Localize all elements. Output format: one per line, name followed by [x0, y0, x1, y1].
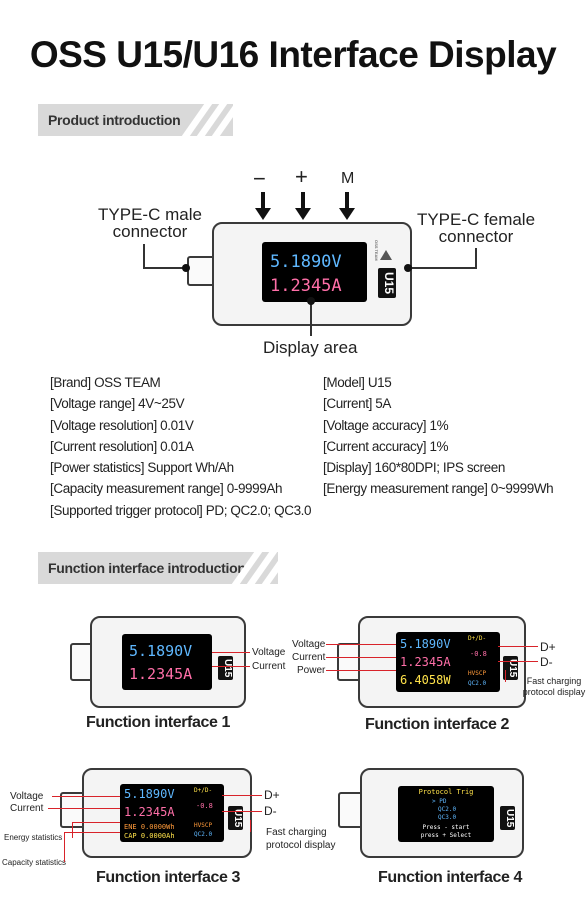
if3-energy-reading: ENE 0.0000Wh	[124, 823, 175, 831]
if2-protocol-reading: HVSCP	[468, 670, 487, 677]
if2-model-badge: U15	[503, 656, 518, 680]
spec-list-left: [Brand] OSS TEAM [Voltage range] 4V~25V …	[50, 375, 312, 524]
spec-item: [Voltage accuracy] 1%	[323, 417, 449, 433]
spec-list-right: [Model] U15 [Current] 5A [Voltage accura…	[323, 375, 554, 503]
if2-protocol-label: Fast charging protocol display	[522, 676, 586, 697]
if3-protocol-reading: HVSCP	[194, 822, 213, 829]
if1-voltage-reading: 5.1890V	[129, 642, 193, 660]
page-title: OSS U15/U16 Interface Display	[29, 34, 557, 75]
if4-caption: Function interface 4	[378, 869, 523, 886]
if1-display: 5.1890V 1.2345A	[122, 634, 212, 690]
model-badge: U15	[378, 268, 396, 298]
if1-current-label: Current	[252, 661, 286, 672]
if4-display: Protocol Trig > PD QC2.0 QC3.0 Press - s…	[398, 786, 494, 842]
if3-current-label: Current	[10, 803, 44, 814]
if4-menu-title: Protocol Trig	[418, 788, 474, 796]
if4-menu-hint: Press - start	[422, 824, 470, 831]
if2-dminus-label: D-	[540, 655, 553, 669]
minus-button-label: −	[253, 166, 266, 191]
if2-power-label: Power	[297, 665, 326, 676]
if2-dp-reading: D+/D-	[468, 635, 487, 642]
function-banner: Function interface introduction	[38, 552, 293, 584]
if2-caption: Function interface 2	[365, 716, 510, 733]
function-banner-label: Function interface introduction	[48, 560, 246, 576]
if2-voltage-label: Voltage	[292, 639, 326, 650]
if4-menu-item: QC2.0	[438, 806, 457, 813]
product-banner-label: Product introduction	[48, 112, 181, 128]
if3-protocol-sub: QC2.0	[194, 831, 213, 838]
spec-item: [Capacity measurement range] 0-9999Ah	[50, 481, 283, 497]
if2-display: 5.1890V 1.2345A 6.4058W D+/D- -0.8 HVSCP…	[396, 632, 500, 692]
button-arrows	[255, 192, 355, 220]
interface-4-device: Protocol Trig > PD QC2.0 QC3.0 Press - s…	[360, 768, 524, 858]
if2-voltage-reading: 5.1890V	[400, 637, 451, 651]
spec-item: [Model] U15	[323, 375, 392, 390]
if3-display: 5.1890V 1.2345A ENE 0.0000Wh CAP 0.0000A…	[120, 784, 224, 842]
if3-model-badge: U15	[228, 806, 243, 830]
brand-mark: OSS TEAM	[374, 240, 379, 261]
if1-model-badge: U15	[218, 656, 233, 680]
if4-menu-hint: press + Select	[420, 832, 472, 839]
if3-dm-reading: -0.8	[196, 802, 213, 810]
if3-voltage-label: Voltage	[10, 791, 44, 802]
mode-button-label: M	[341, 170, 355, 187]
current-reading: 1.2345A	[270, 276, 342, 296]
voltage-reading: 5.1890V	[270, 252, 342, 272]
if1-current-reading: 1.2345A	[129, 665, 193, 683]
if2-current-reading: 1.2345A	[400, 655, 451, 669]
if3-protocol-label: Fast charging protocol display	[266, 827, 336, 851]
spec-item: [Current resolution] 0.01A	[50, 438, 194, 454]
if3-dp-reading: D+/D-	[194, 787, 213, 794]
spec-item: [Current accuracy] 1%	[323, 438, 449, 454]
if3-dplus-label: D+	[264, 788, 280, 802]
spec-item: [Energy measurement range] 0~9999Wh	[323, 481, 554, 497]
spec-item: [Voltage resolution] 0.01V	[50, 417, 194, 433]
interface-3-device: 5.1890V 1.2345A ENE 0.0000Wh CAP 0.0000A…	[82, 768, 252, 858]
display-area-label: Display area	[263, 338, 358, 357]
brand-logo-icon	[380, 250, 392, 260]
if3-voltage-reading: 5.1890V	[124, 787, 175, 801]
if2-protocol-sub: QC2.0	[468, 680, 487, 687]
if2-dplus-label: D+	[540, 640, 556, 654]
if3-caption: Function interface 3	[96, 869, 241, 886]
interface-1-device: 5.1890V 1.2345A U15	[90, 616, 246, 708]
spec-item: [Voltage range] 4V~25V	[50, 396, 185, 412]
if3-capacity-label: Capacity statistics	[2, 858, 67, 867]
if3-capacity-reading: CAP 0.0000Ah	[124, 832, 175, 840]
if4-model-badge: U15	[500, 806, 515, 830]
main-display: 5.1890V 1.2345A	[262, 242, 367, 302]
if4-menu-item: QC3.0	[438, 814, 457, 821]
spec-item: [Brand] OSS TEAM	[50, 375, 161, 390]
interface-2-device: 5.1890V 1.2345A 6.4058W D+/D- -0.8 HVSCP…	[358, 616, 526, 708]
male-connector-label: TYPE-C male connector	[98, 205, 202, 241]
plus-button-label: +	[295, 164, 308, 189]
if2-dm-reading: -0.8	[470, 650, 487, 658]
spec-item: [Current] 5A	[323, 396, 391, 412]
if3-dminus-label: D-	[264, 804, 277, 818]
if1-voltage-label: Voltage	[252, 647, 286, 658]
if3-energy-label: Energy statistics	[4, 833, 63, 842]
if1-caption: Function interface 1	[86, 714, 231, 731]
product-banner: Product introduction	[38, 104, 243, 136]
spec-item: [Power statistics] Support Wh/Ah	[50, 460, 234, 476]
main-device: 5.1890V 1.2345A OSS TEAM U15	[212, 222, 412, 326]
if3-current-reading: 1.2345A	[124, 805, 175, 819]
female-connector-label: TYPE-C female connector	[416, 210, 536, 246]
if2-power-reading: 6.4058W	[400, 673, 451, 687]
if2-current-label: Current	[292, 652, 326, 663]
spec-item: [Display] 160*80DPI; IPS screen	[323, 460, 505, 476]
spec-item: [Supported trigger protocol] PD; QC2.0; …	[50, 502, 312, 518]
if4-menu-item: > PD	[432, 798, 447, 805]
